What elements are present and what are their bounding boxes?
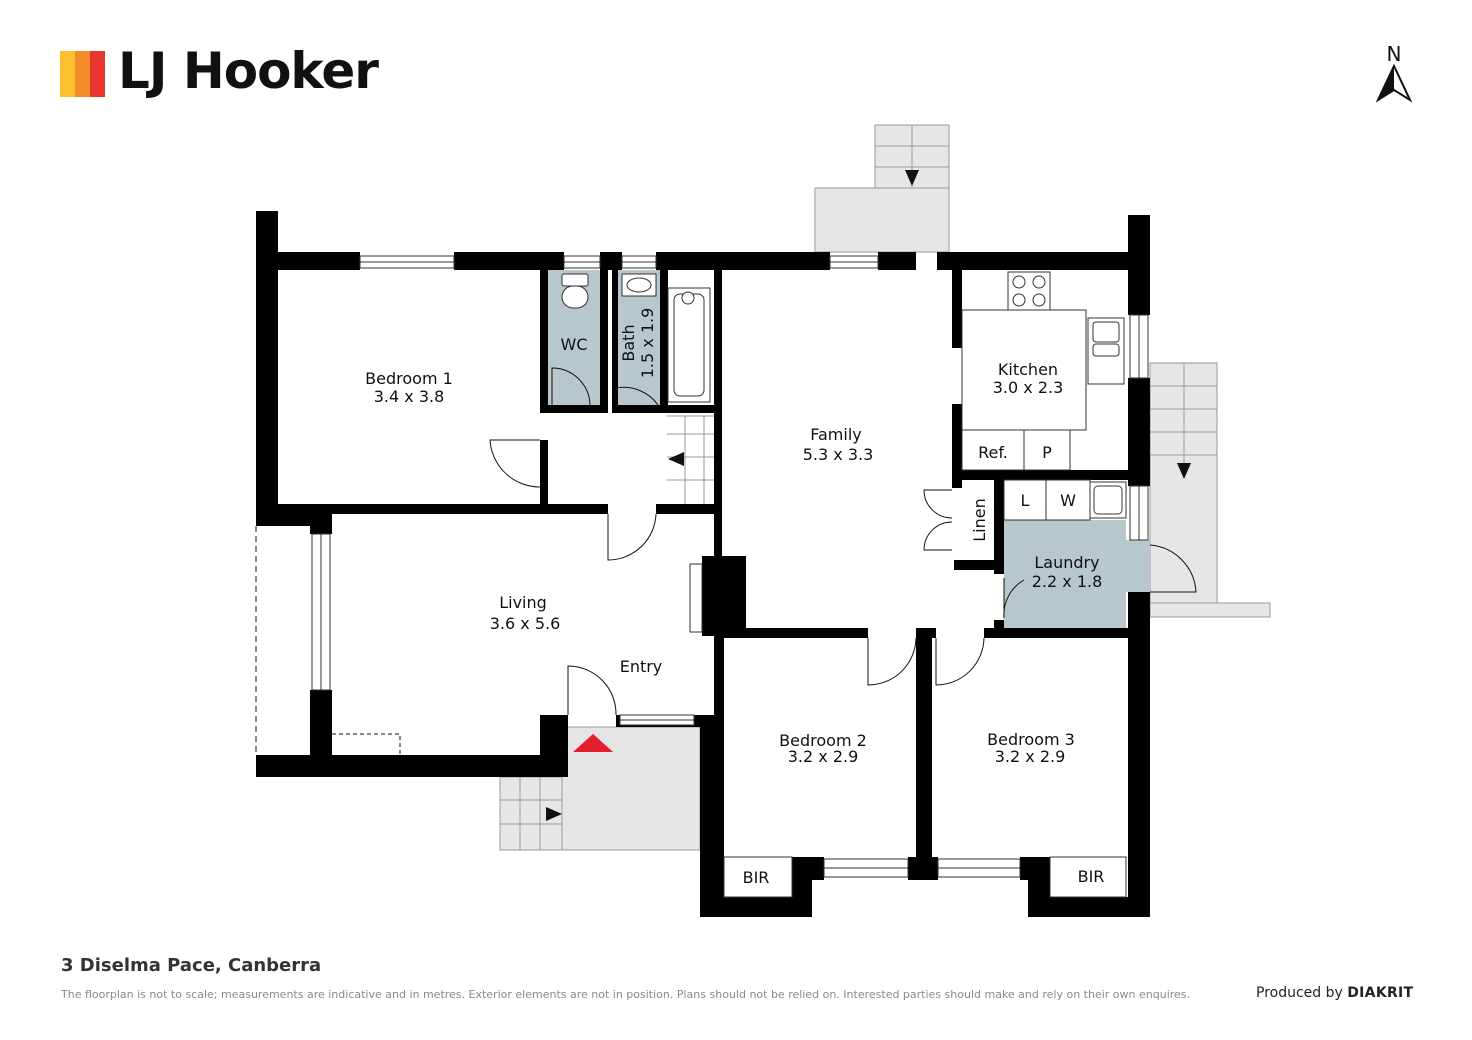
room-size-bedroom1: 3.4 x 3.8: [374, 387, 445, 406]
doors: [255, 367, 1197, 755]
disclaimer-text: The floorplan is not to scale; measureme…: [61, 988, 1191, 1001]
windows: [311, 255, 1149, 878]
room-name-entry: Entry: [620, 657, 663, 676]
north-arrow-icon: [1375, 64, 1413, 103]
room-name-bedroom3: Bedroom 3: [987, 730, 1075, 749]
room-size-bedroom2: 3.2 x 2.9: [788, 747, 859, 766]
room-name-linen: Linen: [970, 498, 989, 541]
room-size-kitchen: 3.0 x 2.3: [993, 378, 1064, 397]
room-name-laundry-l: L: [1021, 491, 1030, 510]
brand-color-bars: [60, 51, 106, 97]
produced-by-credit: Produced by DIAKRIT: [1256, 985, 1413, 1001]
room-size-bath: 1.5 x 1.9: [638, 308, 657, 379]
stair-lines: [500, 125, 1217, 850]
brand-name: LJ Hooker: [118, 42, 379, 100]
room-name-bir-left: BIR: [743, 868, 770, 887]
property-address: 3 Diselma Pace, Canberra: [61, 955, 322, 976]
room-name-laundry-w: W: [1060, 491, 1076, 510]
room-size-bedroom3: 3.2 x 2.9: [995, 747, 1066, 766]
room-size-family: 5.3 x 3.3: [803, 445, 874, 464]
walls: [256, 211, 1150, 917]
room-labels: Bedroom 1 3.4 x 3.8 WC Bath 1.5 x 1.9 Fa…: [365, 308, 1104, 887]
room-size-living: 3.6 x 5.6: [490, 614, 561, 633]
room-name-bedroom2: Bedroom 2: [779, 731, 867, 750]
wet-areas: [546, 270, 1150, 630]
room-name-wc: WC: [561, 335, 588, 354]
outdoor-areas: [499, 124, 1271, 851]
stair-arrows: [546, 170, 1191, 821]
room-name-kitchen: Kitchen: [998, 360, 1058, 379]
room-name-pantry: P: [1042, 443, 1052, 462]
room-name-bath: Bath: [619, 324, 638, 361]
produced-by-label: Produced by: [1256, 985, 1343, 1001]
room-name-family: Family: [810, 425, 861, 444]
room-name-laundry: Laundry: [1034, 553, 1099, 572]
room-name-bir-right: BIR: [1078, 867, 1105, 886]
room-name-bedroom1: Bedroom 1: [365, 369, 453, 388]
room-name-ref: Ref.: [978, 443, 1008, 462]
north-compass: N: [1374, 42, 1414, 104]
fixtures: [561, 271, 1127, 898]
room-size-laundry: 2.2 x 1.8: [1032, 572, 1103, 591]
producer-name: DIAKRIT: [1347, 985, 1414, 1001]
room-name-living: Living: [499, 593, 547, 612]
north-label: N: [1386, 42, 1402, 66]
entry-marker-icon: [573, 734, 613, 752]
